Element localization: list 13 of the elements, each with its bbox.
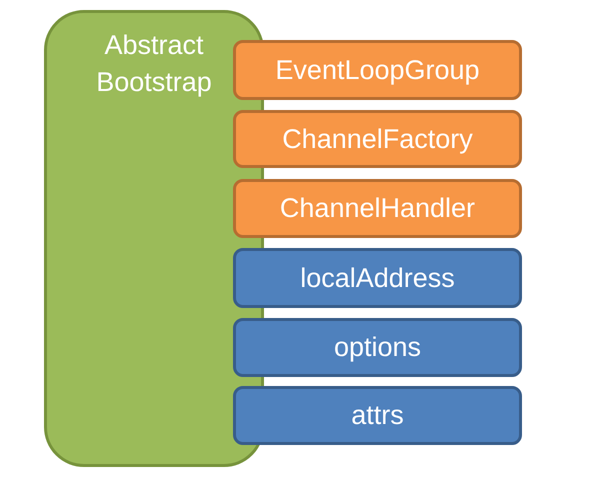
property-box (233, 248, 522, 308)
box-label: EventLoopGroup (275, 54, 480, 87)
box-label: attrs (351, 399, 404, 432)
box-label: localAddress (300, 262, 455, 294)
property-box (233, 386, 522, 445)
container-title: Abstract Bootstrap (95, 29, 213, 99)
property-box (233, 318, 522, 377)
component-box (233, 40, 522, 100)
component-box (233, 110, 522, 168)
box-label: options (334, 331, 422, 364)
box-label: ChannelHandler (280, 192, 476, 225)
component-box (233, 179, 522, 238)
box-label: ChannelFactory (282, 122, 473, 156)
